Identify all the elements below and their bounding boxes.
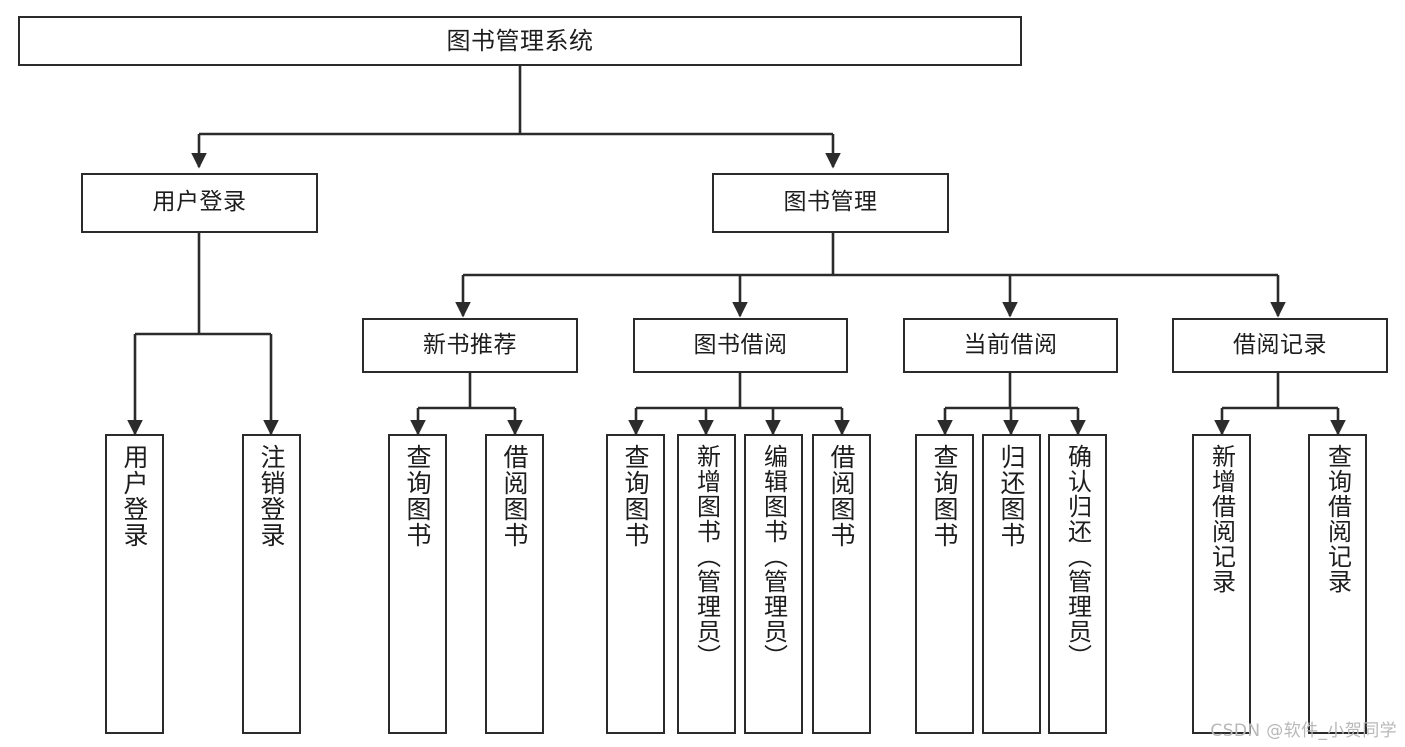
node-label: 查询图书 <box>403 444 432 548</box>
node-current-borrow[interactable]: 当前借阅 <box>903 318 1118 373</box>
leaf-user-login-login[interactable]: 用户登录 <box>105 434 164 734</box>
leaf-new-book-query[interactable]: 查询图书 <box>388 434 447 734</box>
leaf-user-login-logout[interactable]: 注销登录 <box>242 434 301 734</box>
leaf-current-borrow-return[interactable]: 归还图书 <box>982 434 1041 734</box>
node-label: 查询图书 <box>621 444 650 548</box>
node-book-borrow[interactable]: 图书借阅 <box>633 318 848 373</box>
node-label: 新增图书（管理员） <box>692 444 721 669</box>
leaf-book-borrow-edit[interactable]: 编辑图书（管理员） <box>744 434 803 734</box>
node-label: 借阅记录 <box>1233 331 1327 358</box>
node-label: 图书借阅 <box>693 331 788 358</box>
leaf-book-borrow-query[interactable]: 查询图书 <box>606 434 665 734</box>
node-label: 新增借阅记录 <box>1207 444 1236 594</box>
node-book-management[interactable]: 图书管理 <box>712 173 949 233</box>
node-label: 图书管理 <box>783 189 878 216</box>
node-label: 编辑图书（管理员） <box>759 444 788 669</box>
leaf-book-borrow-add[interactable]: 新增图书（管理员） <box>677 434 736 734</box>
leaf-new-book-borrow[interactable]: 借阅图书 <box>485 434 544 734</box>
node-label: 图书管理系统 <box>446 26 594 55</box>
node-label: 查询借阅记录 <box>1323 444 1352 594</box>
csdn-watermark: CSDN @软件_小贺同学 <box>1210 721 1397 741</box>
node-borrow-record[interactable]: 借阅记录 <box>1172 318 1388 373</box>
node-label: 借阅图书 <box>500 444 529 548</box>
node-label: 归还图书 <box>997 444 1026 548</box>
leaf-book-borrow-borrow[interactable]: 借阅图书 <box>812 434 871 734</box>
node-label: 新书推荐 <box>423 331 517 358</box>
node-new-book-recommend[interactable]: 新书推荐 <box>362 318 578 373</box>
leaf-current-borrow-query[interactable]: 查询图书 <box>915 434 974 734</box>
node-user-login[interactable]: 用户登录 <box>81 173 318 233</box>
node-label: 用户登录 <box>152 189 247 216</box>
leaf-current-borrow-confirm-return[interactable]: 确认归还（管理员） <box>1048 434 1107 734</box>
node-label: 当前借阅 <box>963 331 1058 358</box>
leaf-borrow-record-add[interactable]: 新增借阅记录 <box>1192 434 1251 734</box>
leaf-borrow-record-query[interactable]: 查询借阅记录 <box>1308 434 1367 734</box>
node-label: 注销登录 <box>257 444 286 548</box>
node-label: 用户登录 <box>120 444 149 548</box>
node-label: 借阅图书 <box>827 444 856 548</box>
node-root-system[interactable]: 图书管理系统 <box>18 16 1022 66</box>
node-label: 确认归还（管理员） <box>1063 444 1092 669</box>
node-label: 查询图书 <box>930 444 959 548</box>
